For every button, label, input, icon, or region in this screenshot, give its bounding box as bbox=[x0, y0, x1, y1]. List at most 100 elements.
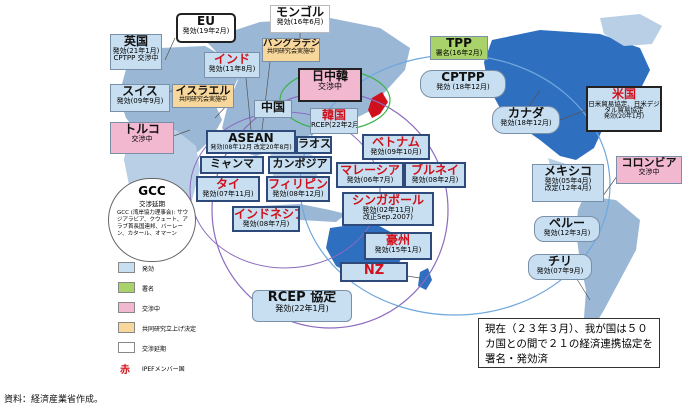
israel-status: 共同研究会実施中 bbox=[178, 95, 227, 103]
box-eu: EU 発効(19年2月) bbox=[176, 13, 236, 43]
turkey-status: 交渉中 bbox=[131, 134, 153, 143]
box-mongolia: モンゴル 発効(16年6月) bbox=[270, 5, 330, 33]
box-cjk: 日中韓 交渉中 bbox=[298, 68, 362, 102]
box-mexico: メキシコ 発効(05年4月) 改定(12年4月) bbox=[532, 164, 604, 202]
landmass-japan bbox=[368, 92, 388, 118]
cptpp-status: 発効 (18年12月) bbox=[436, 82, 490, 91]
uk-extra: CPTPP 交渉中 bbox=[113, 53, 159, 62]
malaysia-status: 発効(06年7月) bbox=[346, 175, 394, 184]
rcep-status: 発効(22年1月) bbox=[275, 303, 329, 313]
box-india: インド 発効(11年8月) bbox=[204, 52, 260, 78]
asean-name: ASEAN bbox=[228, 131, 274, 145]
singapore-status: 発効(02年11月) bbox=[362, 205, 414, 214]
uk-name: 英国 bbox=[123, 34, 148, 48]
box-myanmar: ミャンマ bbox=[200, 156, 264, 174]
box-tpp: TPP 署名(16年2月) bbox=[430, 36, 488, 60]
myanmar-name: ミャンマ bbox=[210, 157, 254, 170]
korea-name: 韓国 bbox=[321, 108, 346, 122]
philippines-status: 発効(08年12月) bbox=[272, 189, 324, 198]
connector-bangladesh bbox=[261, 61, 271, 131]
box-colombia: コロンビア 交渉中 bbox=[616, 156, 682, 184]
legend-swatch-negotiating bbox=[118, 302, 135, 313]
box-bangladesh: バングラデシュ 共同研究会実施中 bbox=[262, 38, 320, 62]
cambodia-name: カンボジア bbox=[272, 157, 328, 170]
australia-name: 豪州 bbox=[385, 233, 410, 247]
thailand-name: タイ bbox=[215, 177, 240, 191]
legend-joint-study-label: 共同研究立上げ決定 bbox=[142, 326, 197, 333]
box-israel: イスラエル 共同研究会実施中 bbox=[172, 84, 234, 108]
gcc-status: 交渉延期 bbox=[139, 200, 165, 208]
legend-in-force-label: 発効 bbox=[142, 266, 155, 273]
colombia-status: 交渉中 bbox=[638, 167, 660, 176]
box-malaysia: マレーシア 発効(06年7月) bbox=[336, 162, 404, 188]
legend-swatch-postponed bbox=[118, 342, 135, 353]
laos-name: ラオス bbox=[298, 137, 331, 150]
box-thailand: タイ 発効(07年11月) bbox=[196, 176, 260, 202]
chile-name: チリ bbox=[547, 254, 572, 268]
box-switzerland: スイス 発効(09年9月) bbox=[110, 84, 170, 112]
box-nz: NZ bbox=[340, 262, 408, 282]
box-uk: 英国 発効(21年1月) CPTPP 交渉中 bbox=[110, 34, 162, 70]
connector-india bbox=[245, 77, 253, 141]
legend-ipef-label: IPEFメンバー国 bbox=[142, 366, 185, 373]
nz-name: NZ bbox=[363, 263, 385, 278]
legend-swatch-signed bbox=[118, 282, 135, 293]
korea-status: RCEP(22年2月) bbox=[311, 120, 358, 129]
mongolia-name: モンゴル bbox=[275, 5, 324, 19]
box-australia: 豪州 発効(15年1月) bbox=[364, 232, 432, 260]
thailand-status: 発効(07年11月) bbox=[202, 189, 254, 198]
legend-swatch-joint-study bbox=[118, 322, 135, 333]
israel-name: イスラエル bbox=[175, 84, 231, 97]
box-cambodia: カンボジア bbox=[268, 156, 332, 174]
box-turkey: トルコ 交渉中 bbox=[110, 122, 174, 154]
legend-postponed-label: 交渉延期 bbox=[142, 346, 167, 353]
colombia-name: コロンビア bbox=[621, 156, 677, 169]
legend-red-mark: 赤 bbox=[120, 365, 130, 376]
india-name: インド bbox=[213, 52, 250, 66]
box-indonesia: インドネシア 発効(08年7月) bbox=[232, 206, 300, 232]
bangladesh-status: 共同研究会実施中 bbox=[266, 47, 315, 55]
box-korea: 韓国 RCEP(22年2月) bbox=[310, 108, 358, 134]
cjk-name: 日中韓 bbox=[311, 69, 348, 83]
source-caption: 資料：経済産業省作成。 bbox=[4, 395, 104, 405]
indonesia-status: 発効(08年7月) bbox=[242, 219, 290, 228]
philippines-name: フィリピン bbox=[268, 177, 328, 191]
usa-name: 米国 bbox=[611, 87, 636, 101]
peru-status: 発効(12年3月) bbox=[543, 228, 591, 237]
china-name: 中国 bbox=[260, 100, 285, 114]
eu-status: 発効(19年2月) bbox=[182, 26, 230, 35]
box-singapore: シンガポール 発効(02年11月) 改正Sep.2007) bbox=[342, 192, 434, 226]
asean-status: 発効(08年12月 改定20年8月) bbox=[210, 143, 292, 151]
peru-name: ペルー bbox=[548, 216, 585, 230]
turkey-name: トルコ bbox=[124, 122, 160, 136]
box-china: 中国 bbox=[254, 100, 292, 118]
singapore-name: シンガポール bbox=[351, 193, 424, 207]
malaysia-name: マレーシア bbox=[340, 163, 400, 177]
box-brunei: ブルネイ 発効(08年2月) bbox=[404, 162, 466, 188]
box-chile: チリ 発効(07年9月) bbox=[528, 254, 592, 280]
box-laos: ラオス bbox=[296, 136, 332, 154]
tpp-name: TPP bbox=[446, 36, 472, 50]
landmass-greenland bbox=[600, 14, 662, 46]
uk-status: 発効(21年1月) bbox=[112, 46, 160, 55]
connector-usa bbox=[559, 109, 587, 121]
box-rcep: RCEP 協定 発効(22年1月) bbox=[252, 290, 352, 322]
vietnam-status: 発効(09年10月) bbox=[370, 147, 422, 156]
tpp-status: 署名(16年2月) bbox=[435, 48, 483, 57]
brunei-status: 発効(08年2月) bbox=[411, 175, 459, 184]
australia-status: 発効(15年1月) bbox=[374, 245, 422, 254]
box-cptpp: CPTPP 発効 (18年12月) bbox=[420, 70, 506, 98]
vietnam-name: ベトナム bbox=[372, 135, 420, 149]
bangladesh-name: バングラデシュ bbox=[263, 38, 320, 49]
mexico-name: メキシコ bbox=[543, 164, 592, 178]
mexico-extra: 改定(12年4月) bbox=[544, 183, 592, 192]
mongolia-status: 発効(16年6月) bbox=[276, 17, 324, 26]
gcc-circle: GCC 交渉延期 GCC (湾岸協力理事会): サウジアラビア、クウェート、アラ… bbox=[108, 178, 196, 262]
cptpp-name: CPTPP bbox=[441, 70, 485, 84]
canada-name: カナダ bbox=[507, 106, 544, 120]
brunei-name: ブルネイ bbox=[410, 163, 459, 177]
box-usa: 米国 日米貿易協定、日米デジタル貿易協定 発効(20年1月) bbox=[586, 86, 662, 132]
usa-status: 日米貿易協定、日米デジタル貿易協定 bbox=[588, 99, 660, 115]
box-peru: ペルー 発効(12年3月) bbox=[534, 216, 600, 242]
